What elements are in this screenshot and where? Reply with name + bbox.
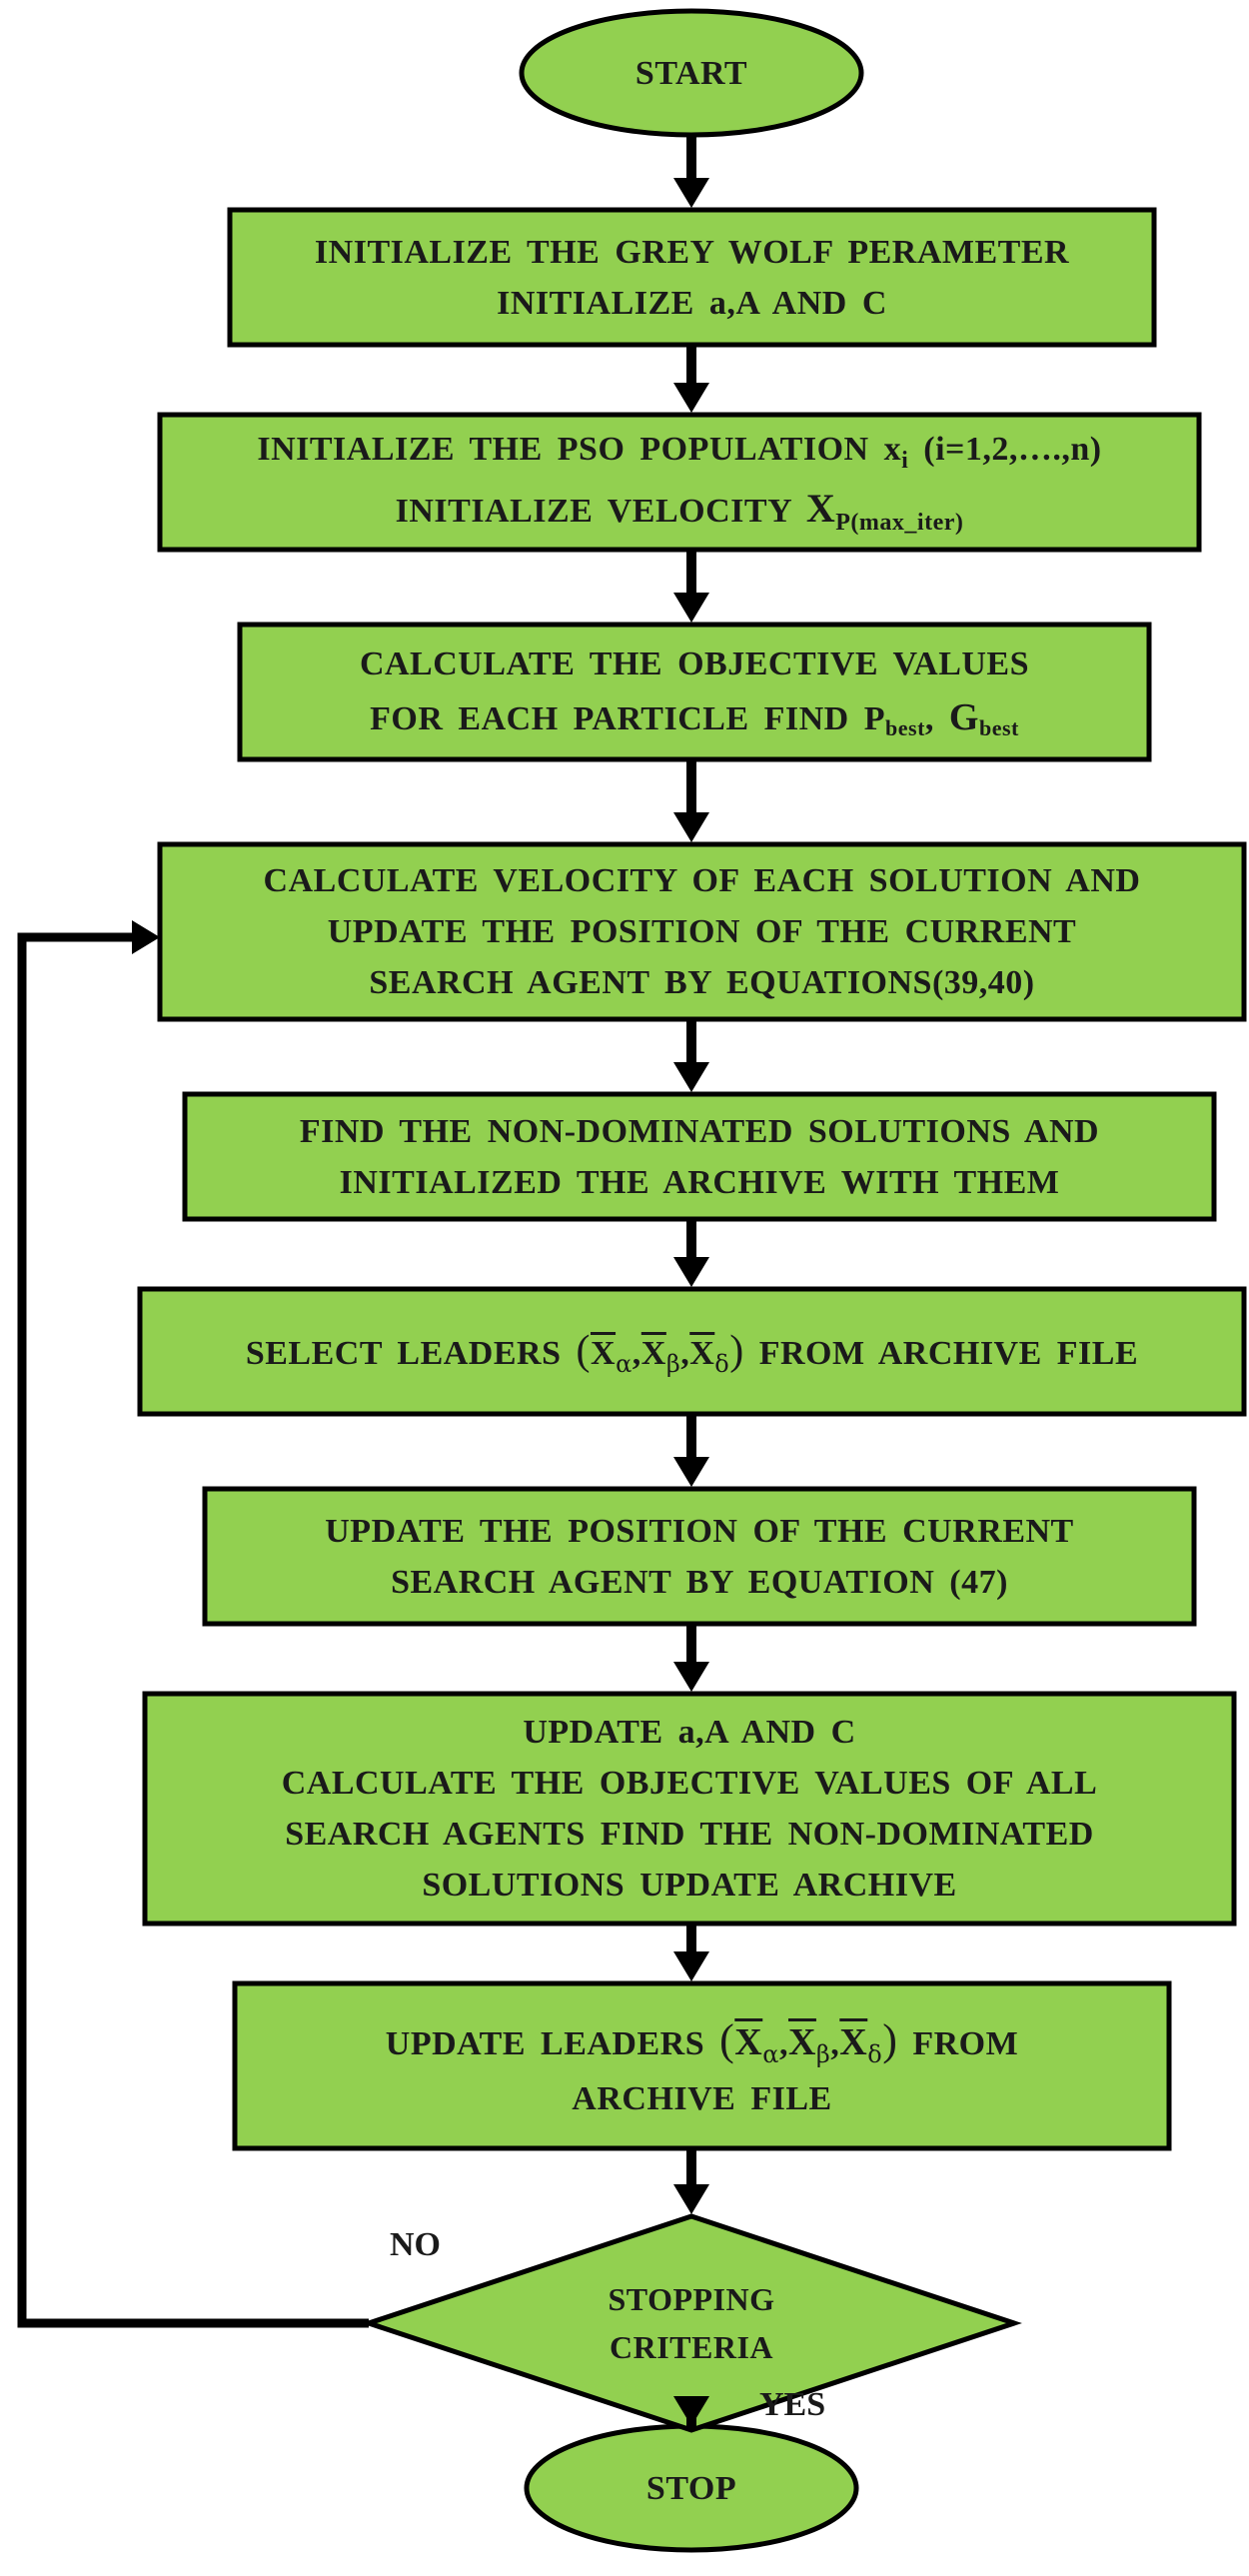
arrow-nd-to-select xyxy=(673,1257,709,1287)
update-leaders-comma1: , xyxy=(778,2025,788,2062)
arrow-update-all-to-leaders xyxy=(673,1951,709,1981)
update-leaders-x-beta: X xyxy=(787,2021,816,2063)
update-leaders-close: ) xyxy=(882,2015,898,2064)
update-leaders-box xyxy=(232,1980,1172,2151)
update-all-line3: SEARCH AGENTS FIND THE NON-DOMINATED xyxy=(285,1816,1094,1853)
calc-obj-p: P xyxy=(863,699,886,737)
find-nd-text: FIND THE NON-DOMINATED SOLUTIONS AND INI… xyxy=(185,1094,1214,1219)
find-nd-line1: FIND THE NON-DOMINATED SOLUTIONS AND xyxy=(299,1112,1100,1150)
stopping-line2: CRITERIA xyxy=(609,2329,774,2365)
update-leaders-beta: β xyxy=(815,2040,831,2068)
update-leaders-x-delta: X xyxy=(839,2021,868,2063)
update-pos-box xyxy=(202,1486,1197,1627)
select-leaders-alpha: α xyxy=(616,1350,632,1378)
start-label: START xyxy=(634,54,748,92)
calc-vel-text: CALCULATE VELOCITY OF EACH SOLUTION AND … xyxy=(160,844,1244,1019)
select-leaders-comma1: , xyxy=(631,1335,641,1372)
select-leaders-box xyxy=(137,1286,1247,1417)
init-pso-line2: INITIALIZE VELOCITY XP(max_iter) xyxy=(396,479,964,541)
select-leaders-x-alpha: X xyxy=(591,1335,617,1372)
init-pso-text: INITIALIZE THE PSO POPULATION xi (i=1,2,… xyxy=(160,415,1199,550)
select-leaders-post: FROM ARCHIVE FILE xyxy=(758,1335,1139,1372)
init-pso-range: (i=1,2,….,n) xyxy=(923,431,1102,468)
arrow-pso-to-obj xyxy=(673,593,709,623)
arrow-start-to-gwo xyxy=(673,178,709,208)
calc-obj-g-sub: best xyxy=(978,714,1019,740)
init-gwo-line2: INITIALIZE a,A AND C xyxy=(497,284,887,322)
update-all-line2: CALCULATE THE OBJECTIVE VALUES OF ALL xyxy=(281,1765,1098,1802)
calc-obj-line2-pre: FOR EACH PARTICLE FIND xyxy=(370,699,849,737)
init-pso-line1: INITIALIZE THE PSO POPULATION xi (i=1,2,… xyxy=(257,424,1101,479)
select-leaders-comma2: , xyxy=(680,1335,690,1372)
select-leaders-open: ( xyxy=(576,1328,591,1374)
update-pos-line2: SEARCH AGENT BY EQUATION (47) xyxy=(391,1563,1008,1601)
init-pso-sub-i: i xyxy=(901,448,909,474)
arrow-select-to-update-pos xyxy=(673,1457,709,1487)
init-pso-box xyxy=(157,412,1202,553)
update-pos-text: UPDATE THE POSITION OF THE CURRENT SEARC… xyxy=(205,1489,1194,1624)
select-leaders-x-delta: X xyxy=(689,1335,715,1372)
calc-obj-g: G xyxy=(948,695,979,738)
select-leaders-delta: δ xyxy=(714,1350,730,1378)
edge-label-yes: YES xyxy=(759,2386,826,2423)
update-all-line1: UPDATE a,A AND C xyxy=(523,1714,856,1751)
select-leaders-text: SELECT LEADERS (Xα,Xβ,Xδ) FROM ARCHIVE F… xyxy=(140,1289,1244,1414)
select-leaders-close: ) xyxy=(729,1328,744,1374)
update-leaders-text: UPDATE LEADERS (Xα,Xβ,Xδ) FROM ARCHIVE F… xyxy=(235,1983,1169,2148)
connectors xyxy=(673,135,709,2430)
find-nd-box xyxy=(182,1091,1217,1222)
arrow-obj-to-vel xyxy=(673,812,709,842)
select-leaders-beta: β xyxy=(665,1350,681,1378)
stop-label: STOP xyxy=(645,2469,737,2507)
arrow-vel-to-nd xyxy=(673,1062,709,1092)
update-all-box xyxy=(142,1691,1237,1927)
init-pso-sub-p: P(max_iter) xyxy=(835,510,964,536)
init-pso-line1-pre: INITIALIZE THE PSO POPULATION xyxy=(257,431,869,468)
update-leaders-pre: UPDATE LEADERS xyxy=(385,2025,705,2062)
calc-vel-line2: UPDATE THE POSITION OF THE CURRENT xyxy=(327,913,1077,950)
init-pso-var-x: x xyxy=(883,431,902,468)
update-leaders-x-alpha: X xyxy=(734,2021,763,2063)
update-pos-line1: UPDATE THE POSITION OF THE CURRENT xyxy=(325,1512,1074,1550)
calc-obj-line1: CALCULATE THE OBJECTIVE VALUES xyxy=(359,644,1030,682)
calc-vel-line1: CALCULATE VELOCITY OF EACH SOLUTION AND xyxy=(263,862,1141,899)
calc-obj-box xyxy=(237,622,1152,762)
update-leaders-comma2: , xyxy=(830,2025,840,2062)
arrow-stopping-to-stop xyxy=(673,2396,709,2426)
edge-label-no: NO xyxy=(390,2226,441,2263)
update-leaders-open: ( xyxy=(719,2015,735,2064)
start-label-box: START xyxy=(522,11,861,135)
stopping-line1: STOPPING xyxy=(608,2281,775,2317)
arrow-loop-to-vel xyxy=(132,920,160,954)
select-leaders-x-beta: X xyxy=(640,1335,666,1372)
calc-obj-line2: FOR EACH PARTICLE FIND Pbest, Gbest xyxy=(370,689,1019,746)
calc-vel-box xyxy=(157,841,1247,1022)
calc-obj-text: CALCULATE THE OBJECTIVE VALUES FOR EACH … xyxy=(240,625,1149,759)
init-gwo-text: INITIALIZE THE GREY WOLF PERAMETER INITI… xyxy=(230,210,1154,345)
update-leaders-delta: δ xyxy=(867,2040,883,2068)
arrow-update-pos-to-update-all xyxy=(673,1662,709,1692)
calc-obj-p-sub: best xyxy=(885,714,925,740)
init-gwo-line1: INITIALIZE THE GREY WOLF PERAMETER xyxy=(314,233,1070,271)
calc-obj-sep: , xyxy=(924,699,934,737)
update-all-line4: SOLUTIONS UPDATE ARCHIVE xyxy=(422,1867,957,1904)
update-leaders-line2: ARCHIVE FILE xyxy=(572,2080,832,2117)
select-leaders-pre: SELECT LEADERS xyxy=(245,1335,562,1372)
calc-vel-line3: SEARCH AGENT BY EQUATIONS(39,40) xyxy=(369,964,1035,1001)
stop-label-box: STOP xyxy=(527,2426,856,2550)
update-leaders-post: FROM xyxy=(912,2025,1019,2062)
arrow-leaders-to-stopping xyxy=(673,2184,709,2214)
init-pso-line2-pre: INITIALIZE VELOCITY xyxy=(395,493,791,530)
arrow-gwo-to-pso xyxy=(673,383,709,413)
update-leaders-alpha: α xyxy=(762,2040,779,2068)
update-leaders-line1: UPDATE LEADERS (Xα,Xβ,Xδ) FROM xyxy=(386,2007,1018,2073)
select-leaders-line: SELECT LEADERS (Xα,Xβ,Xδ) FROM ARCHIVE F… xyxy=(246,1320,1138,1383)
loop-back-connector xyxy=(17,932,369,2328)
find-nd-line2: INITIALIZED THE ARCHIVE WITH THEM xyxy=(339,1163,1060,1201)
stopping-criteria-text: STOPPING CRITERIA xyxy=(470,2253,913,2393)
init-pso-var-X: X xyxy=(805,486,836,531)
update-all-text: UPDATE a,A AND C CALCULATE THE OBJECTIVE… xyxy=(145,1694,1234,1924)
